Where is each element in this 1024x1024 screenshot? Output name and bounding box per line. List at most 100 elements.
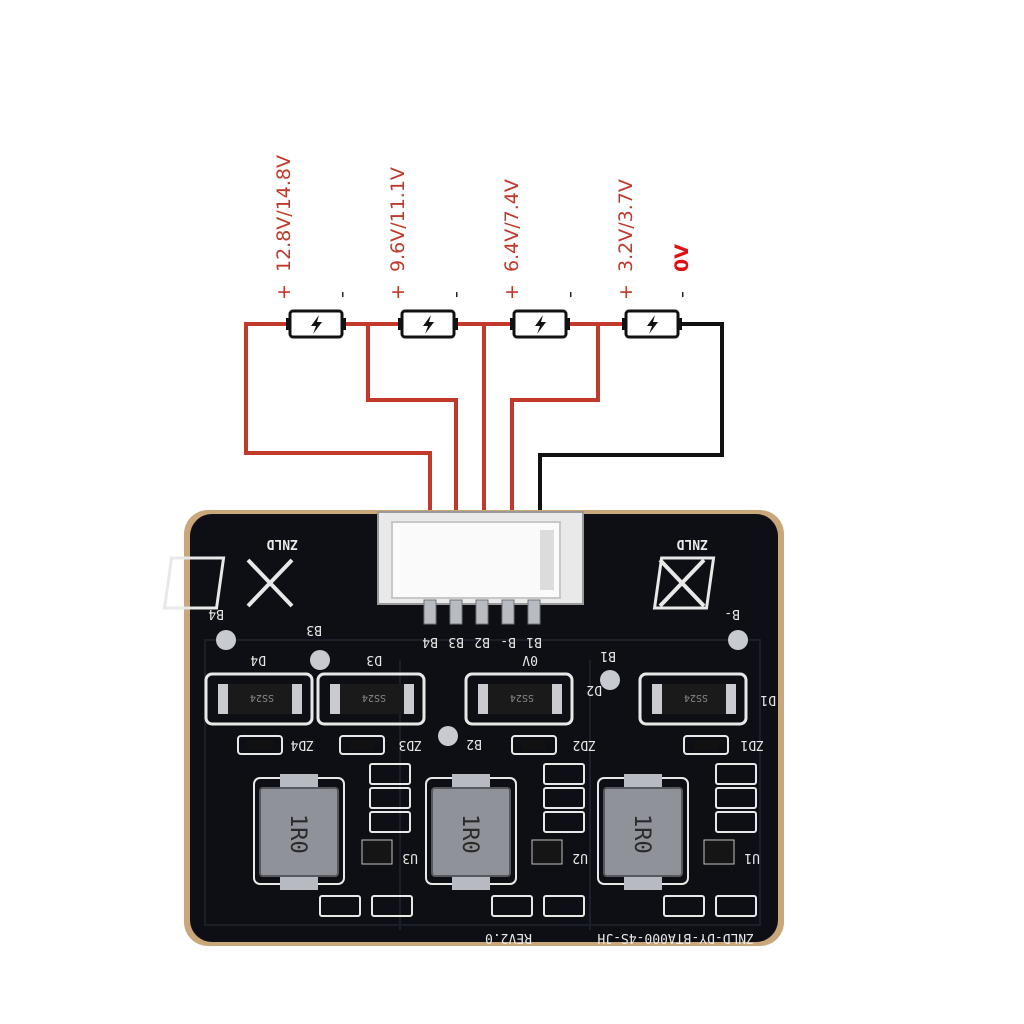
lightning-icon xyxy=(535,315,546,334)
wiring xyxy=(244,322,724,510)
zener-zd4 xyxy=(237,735,283,755)
silk-zero: 0V xyxy=(522,652,538,667)
silk-b3: B3 xyxy=(306,622,322,637)
silk-b2: B2 xyxy=(466,736,482,751)
label-cell4-voltage: 12.8V/14.8V xyxy=(273,155,295,272)
minus-sign-2: - xyxy=(559,291,581,298)
battery-terminal xyxy=(565,318,570,330)
inductor-l3: 1R0 xyxy=(253,774,345,890)
zener-zd3 xyxy=(339,735,385,755)
battery-terminal xyxy=(398,318,403,330)
label-zero-volt: 0V xyxy=(671,244,693,272)
test-pad-b3 xyxy=(310,650,330,670)
test-pad-b4 xyxy=(216,630,236,650)
wire-ground xyxy=(538,322,724,510)
connector-pins xyxy=(423,599,541,625)
inductor-pad xyxy=(452,876,490,890)
ic-u1 xyxy=(703,839,735,865)
test-pad-bminus xyxy=(728,630,748,650)
zener-body xyxy=(350,740,374,750)
diode-body xyxy=(662,684,726,714)
zener-zd1 xyxy=(683,735,729,755)
passive-pad xyxy=(663,895,705,917)
zener-outline xyxy=(511,735,557,755)
ic-u3 xyxy=(361,839,393,865)
silk-d2: D2 xyxy=(586,682,602,697)
passive-pad xyxy=(371,895,413,917)
plus-sign-4: + xyxy=(273,284,295,300)
inductor-pad xyxy=(624,876,662,890)
passive-pad xyxy=(543,811,585,833)
diode-marking: SS24 xyxy=(510,692,534,703)
connector-pin xyxy=(449,599,463,625)
lightning-icon xyxy=(311,315,322,334)
battery-terminal xyxy=(677,318,682,330)
lightning-icon xyxy=(423,315,434,334)
diode-outline xyxy=(464,672,574,726)
silk-d3: D3 xyxy=(366,652,382,667)
diode-outline xyxy=(316,672,426,726)
passive-pad xyxy=(715,895,757,917)
test-pad-b1 xyxy=(600,670,620,690)
silk-rev: REV2.0 xyxy=(485,930,532,945)
connector-pin xyxy=(423,599,437,625)
connector-latch xyxy=(540,530,554,590)
diode-body xyxy=(488,684,552,714)
diode-outline xyxy=(204,672,314,726)
lightning-icon xyxy=(647,315,658,334)
logo-box xyxy=(652,556,716,610)
zener-body xyxy=(694,740,718,750)
passive-pad xyxy=(319,895,361,917)
ic-u2 xyxy=(531,839,563,865)
silk-zd1: ZD1 xyxy=(741,737,764,752)
battery-cell-1 xyxy=(622,309,682,339)
wire-12v8 xyxy=(244,322,432,510)
logo-cross xyxy=(658,558,706,608)
silk-model: ZNLD-DY-BTA000-4S-JH xyxy=(597,930,754,945)
diode-body xyxy=(340,684,404,714)
minus-sign-1: - xyxy=(671,291,693,298)
passive-pad xyxy=(715,811,757,833)
inductor-body xyxy=(259,787,339,877)
zener-body xyxy=(248,740,272,750)
logo-text: ZNLD xyxy=(677,536,708,551)
connector-pin xyxy=(527,599,541,625)
silk-connector-b3: B3 xyxy=(448,634,464,649)
passive-pad xyxy=(543,787,585,809)
schottky-diodes: SS24 SS24 SS24 SS24 xyxy=(204,672,748,726)
inductor-body xyxy=(603,787,683,877)
logo-text: ZNLD xyxy=(267,536,298,551)
diode-outline xyxy=(638,672,748,726)
passive-pad xyxy=(543,895,585,917)
diode-d4: SS24 xyxy=(204,672,314,726)
zener-zd2 xyxy=(511,735,557,755)
passive-pad xyxy=(715,763,757,785)
silk-connector-bminus: B- xyxy=(500,634,516,649)
silk-zd4: ZD4 xyxy=(290,737,314,752)
passive-components xyxy=(319,763,757,917)
ic-chips xyxy=(361,839,735,865)
inductor-l1: 1R0 xyxy=(597,774,689,890)
diode-marking: SS24 xyxy=(684,692,708,703)
battery-terminal xyxy=(622,318,627,330)
minus-sign-4: - xyxy=(331,291,353,298)
label-cell2-voltage: 6.4V/7.4V xyxy=(501,179,523,272)
test-pad-b2 xyxy=(438,726,458,746)
pcb-board: ZNLD ZNLD B4 B3 B2 B1 B- B4 B3 B2 B- B1 xyxy=(162,510,784,946)
voltage-labels: 12.8V/14.8V 9.6V/11.1V 6.4V/7.4V 3.2V/3.… xyxy=(273,155,693,300)
battery-cell-3 xyxy=(398,309,458,339)
wire-9v6 xyxy=(366,324,458,510)
plus-sign-1: + xyxy=(615,284,637,300)
passive-pad xyxy=(369,763,411,785)
battery-terminal xyxy=(453,318,458,330)
diode-body xyxy=(228,684,292,714)
silkscreen-labels: B4 B3 B2 B1 B- B4 B3 B2 B- B1 D4 D3 D2 D… xyxy=(208,606,776,945)
silk-d1: D1 xyxy=(760,692,776,707)
silk-b4: B4 xyxy=(208,606,224,621)
connector-housing xyxy=(391,521,561,599)
silk-d4: D4 xyxy=(250,652,266,667)
diode-marking: SS24 xyxy=(362,692,386,703)
battery-cells xyxy=(286,309,682,339)
